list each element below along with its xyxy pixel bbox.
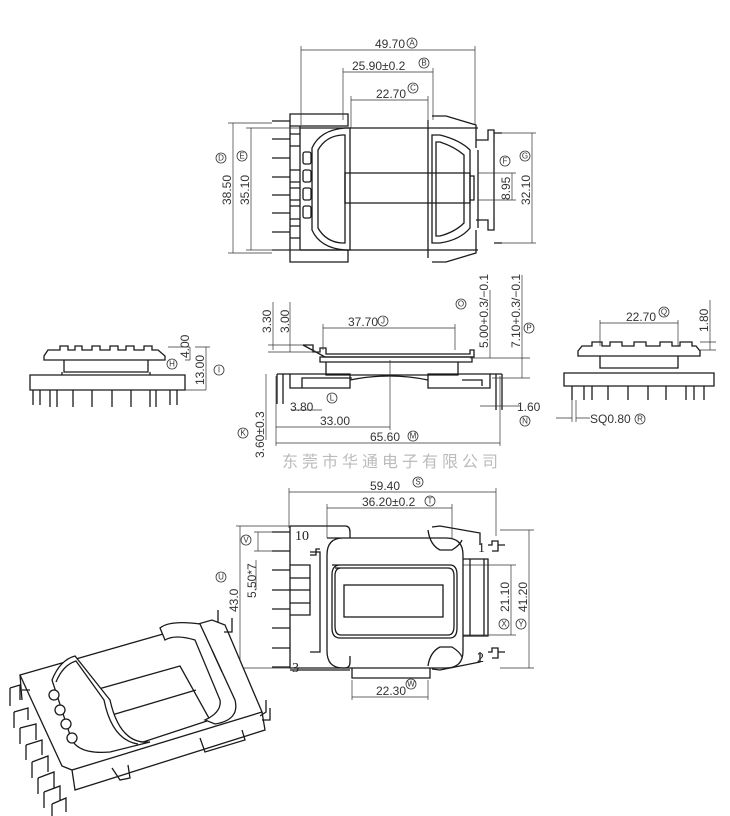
- left-side-view: 4.00 H 13.00 I: [29, 334, 225, 407]
- callout-H: H: [169, 360, 175, 369]
- dim-3-30: 3.30: [260, 309, 274, 333]
- callout-K: K: [240, 429, 246, 438]
- top-view-dimensions: 49.70 A 25.90±0.2 B 22.70 C 38.50 D 35.1…: [215, 37, 536, 254]
- pin-number-3: 3: [292, 661, 299, 676]
- dim-J: 37.70: [348, 315, 378, 329]
- right-side-view: 22.70 Q 1.80 SQ0.80 R: [556, 300, 716, 426]
- dim-E: 35.10: [238, 175, 252, 205]
- dim-Q: 22.70: [626, 310, 656, 324]
- dim-1-80: 1.80: [697, 308, 711, 332]
- top-view: 49.70 A 25.90±0.2 B 22.70 C 38.50 D 35.1…: [215, 37, 536, 263]
- callout-T: T: [428, 497, 433, 506]
- dim-F: 8.95: [499, 176, 513, 200]
- dim-L: 3.80: [290, 400, 314, 414]
- callout-L: L: [330, 394, 335, 403]
- callout-S: S: [415, 478, 420, 487]
- callout-N: N: [522, 417, 528, 426]
- bottom-view: 10 1 2 3 59.40 S 36.20±0.2 T 43.0 U V 5.…: [215, 476, 534, 700]
- front-side-view: 37.70 J 3.30 3.00 5.00+0.3/−0.1 O 7.10+0…: [237, 274, 541, 471]
- dim-K: 3.60±0.3: [253, 411, 267, 458]
- dim-3-00: 3.00: [278, 309, 292, 333]
- dim-X: 21.10: [498, 582, 512, 612]
- dim-U: 43.0: [227, 588, 241, 612]
- callout-P: P: [526, 324, 531, 333]
- dim-D: 38.50: [220, 175, 234, 205]
- callout-R: R: [637, 415, 643, 424]
- dim-I: 13.00: [193, 355, 207, 385]
- dim-C: 22.70: [376, 87, 406, 101]
- callout-M: M: [410, 432, 417, 441]
- dim-O: 5.00+0.3/−0.1: [477, 274, 491, 348]
- callout-X: X: [501, 620, 507, 629]
- pin-number-2: 2: [477, 651, 484, 666]
- callout-C: C: [410, 84, 416, 93]
- isometric-view: [9, 610, 271, 816]
- pin-number-10: 10: [295, 529, 309, 544]
- top-view-left-pins: [272, 113, 349, 263]
- dim-M: 65.60: [370, 430, 400, 444]
- pin-number-1: 1: [478, 541, 485, 556]
- callout-G: G: [522, 152, 528, 161]
- dim-P: 7.10+0.3/−0.1: [509, 274, 523, 348]
- dim-N: 1.60: [517, 400, 541, 414]
- callout-E: E: [239, 152, 244, 161]
- callout-Y: Y: [518, 620, 524, 629]
- callout-O: O: [458, 300, 464, 309]
- callout-V: V: [243, 536, 249, 545]
- company-watermark: 东莞市华通电子有限公司: [282, 452, 502, 471]
- callout-W: W: [407, 680, 415, 689]
- callout-B: B: [421, 59, 426, 68]
- dim-W: 22.30: [376, 684, 406, 698]
- callout-F: F: [503, 157, 508, 166]
- callout-D: D: [218, 154, 224, 163]
- callout-U: U: [218, 573, 224, 582]
- callout-Q: Q: [661, 308, 667, 317]
- dim-33-00: 33.00: [320, 414, 350, 428]
- dim-H: 4.00: [178, 334, 192, 358]
- callout-A: A: [409, 39, 415, 48]
- dim-T: 36.20±0.2: [362, 495, 416, 509]
- dim-A: 49.70: [375, 37, 405, 51]
- dim-R: SQ0.80: [590, 412, 631, 426]
- dim-V: 5.50*7: [245, 563, 259, 598]
- dim-B: 25.90±0.2: [352, 59, 406, 73]
- dim-Y: 41.20: [516, 582, 530, 612]
- callout-J: J: [381, 317, 385, 326]
- dim-G: 32.10: [519, 175, 533, 205]
- callout-I: I: [218, 366, 220, 375]
- dim-S: 59.40: [370, 479, 400, 493]
